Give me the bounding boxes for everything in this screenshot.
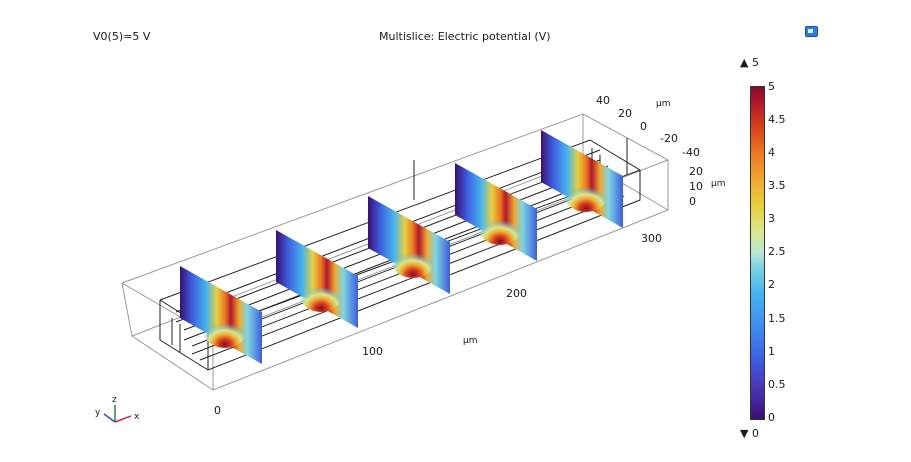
axis-triad-icon: z x y — [95, 395, 140, 423]
colorbar-min-marker: ▼ 0 — [740, 427, 759, 440]
colorbar-tick: 2.5 — [768, 245, 786, 258]
y-tick-neg40: -40 — [682, 146, 700, 159]
y-tick-neg20: -20 — [660, 132, 678, 145]
colorbar-tick: 2 — [768, 278, 775, 291]
x-unit: µm — [463, 336, 478, 346]
x-tick-100: 100 — [362, 345, 383, 358]
x-tick-300: 300 — [641, 232, 662, 245]
z-tick-20: 20 — [689, 165, 703, 178]
slice-2 — [276, 230, 358, 328]
colorbar-tick: 1.5 — [768, 312, 786, 325]
colorbar-max-marker: ▲ 5 — [740, 56, 759, 69]
colorbar-tick: 1 — [768, 345, 775, 358]
triad-z-label: z — [112, 395, 117, 405]
z-tick-10: 10 — [689, 180, 703, 193]
colorbar-tick: 4 — [768, 146, 775, 159]
y-tick-40: 40 — [596, 94, 610, 107]
parameter-label: V0(5)=5 V — [93, 30, 151, 43]
y-tick-20: 20 — [618, 107, 632, 120]
x-tick-0: 0 — [214, 404, 221, 417]
triad-x-label: x — [134, 412, 140, 422]
slice-3 — [368, 196, 450, 294]
colorbar-tick: 0 — [768, 411, 775, 424]
y-tick-0: 0 — [640, 120, 647, 133]
slice-5 — [541, 130, 623, 228]
colorbar-tick: 5 — [768, 80, 775, 93]
slice-4 — [455, 163, 537, 261]
colorbar — [750, 86, 765, 420]
colorbar-tick: 3.5 — [768, 179, 786, 192]
colorbar-tick: 0.5 — [768, 378, 786, 391]
graphics-window-icon[interactable] — [805, 26, 818, 37]
triad-y-label: y — [95, 408, 101, 418]
colorbar-tick: 3 — [768, 212, 775, 225]
z-unit: µm — [711, 179, 726, 189]
z-tick-0: 0 — [689, 195, 696, 208]
colorbar-tick: 4.5 — [768, 113, 786, 126]
y-unit: µm — [656, 99, 671, 109]
slice-1 — [180, 266, 262, 364]
x-tick-200: 200 — [506, 287, 527, 300]
plot-title: Multislice: Electric potential (V) — [379, 30, 551, 43]
